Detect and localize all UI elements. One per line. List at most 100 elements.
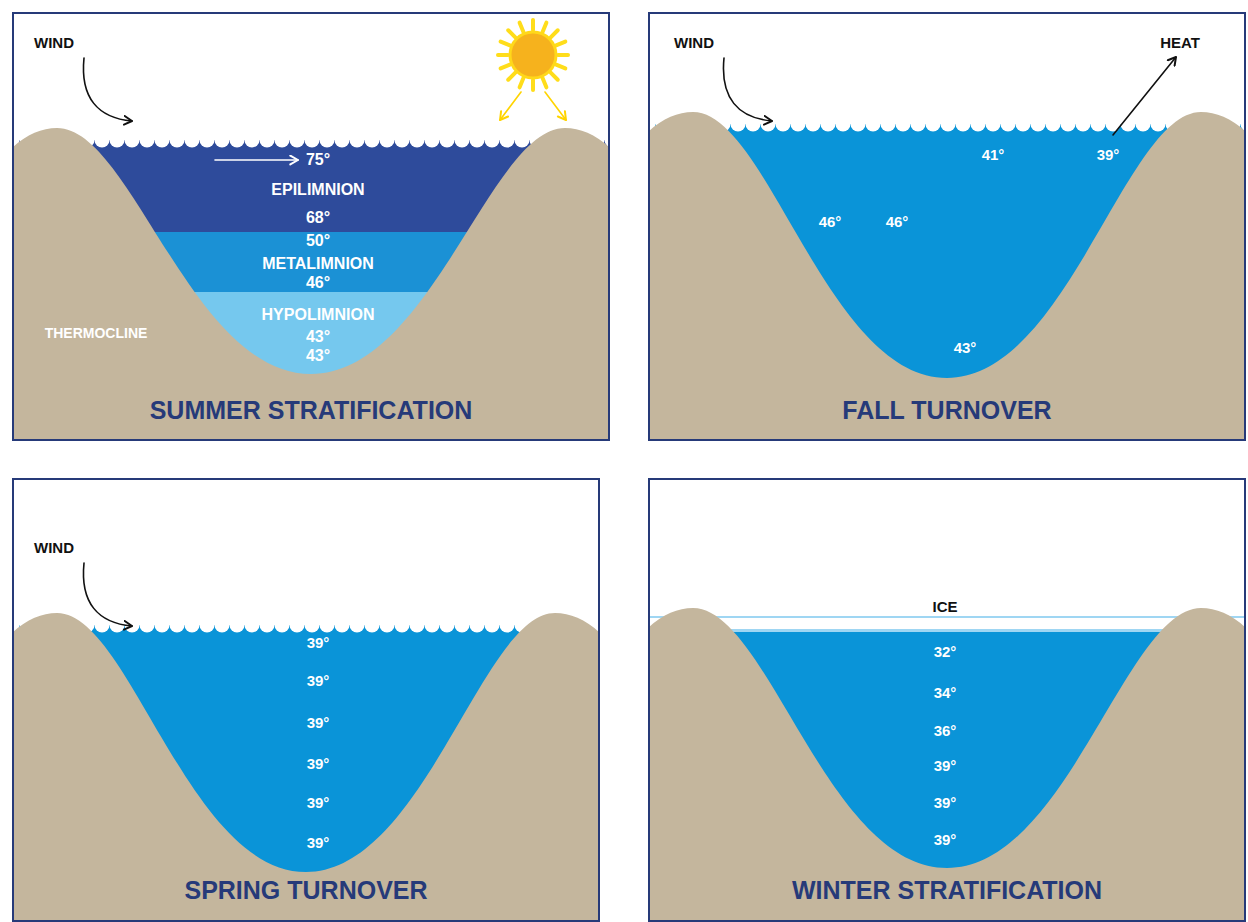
wave (881, 117, 896, 132)
wave (971, 117, 986, 132)
label-holder: WIND (34, 539, 74, 557)
label-holder: 39° (934, 831, 957, 849)
label-holder: 39° (307, 714, 330, 732)
text-holder: 43° (306, 327, 330, 346)
wind-label: WIND (34, 539, 74, 557)
temperature: 39° (307, 714, 330, 732)
panel-title: WINTER STRATIFICATION (792, 875, 1102, 905)
sun-ray (551, 73, 558, 80)
label-holder: 39° (307, 794, 330, 812)
sun-disc (510, 32, 556, 78)
text-holder: 75° (306, 150, 330, 169)
wave (485, 618, 500, 633)
sunlight-arrow (545, 92, 566, 120)
text-holder: 43° (306, 346, 330, 365)
wave (455, 618, 470, 633)
label-holder: 39° (307, 755, 330, 773)
sky (648, 478, 1246, 922)
wave (440, 133, 455, 148)
circulation-line (215, 159, 298, 161)
wave (941, 117, 956, 132)
wave (230, 133, 245, 148)
label-holder: 46° (886, 213, 909, 231)
temperature: 39° (934, 757, 957, 775)
wave (1001, 117, 1016, 132)
lake-scene (12, 12, 610, 441)
heat-label: HEAT (1160, 34, 1200, 52)
wave (110, 133, 125, 148)
season-panel: FALL TURNOVER (648, 12, 1246, 441)
text-holder: 50° (306, 231, 330, 250)
wave (395, 618, 410, 633)
layer-label: 75° (306, 150, 330, 169)
temperature: 39° (307, 834, 330, 852)
label-holder: ICE (932, 598, 957, 616)
layer-label: 43° (306, 346, 330, 365)
lake-bed (648, 608, 1246, 922)
sun-ray (531, 20, 535, 30)
layer-label: EPILIMNION (271, 180, 364, 199)
layer-label: 46° (306, 273, 330, 292)
wave (836, 117, 851, 132)
sun-ray (543, 78, 547, 87)
wave (425, 618, 440, 633)
wave (365, 133, 380, 148)
label-holder: 46° (819, 213, 842, 231)
wind-arrow (83, 563, 132, 626)
wind-label: WIND (674, 34, 714, 52)
sun-ray (520, 23, 524, 32)
wave (155, 618, 170, 633)
wave (1091, 117, 1106, 132)
lake-bed (12, 613, 600, 922)
text-holder: 68° (306, 208, 330, 227)
ice-label: ICE (932, 598, 957, 616)
sun (498, 20, 568, 90)
wave (335, 133, 350, 148)
label-holder: WIND (34, 34, 74, 52)
temperature: 32° (934, 643, 957, 661)
label-holder: 43° (954, 339, 977, 357)
sun-ray (558, 53, 568, 57)
wave (290, 133, 305, 148)
thermocline-label: THERMOCLINE (45, 325, 148, 342)
lake-scene (648, 12, 1246, 441)
wave (455, 133, 470, 148)
wave (926, 117, 941, 132)
wave (335, 618, 350, 633)
wave (896, 117, 911, 132)
wind-label: WIND (34, 34, 74, 52)
wave (470, 618, 485, 633)
text-holder: METALIMNION (262, 254, 374, 273)
wave (215, 133, 230, 148)
sun-ray (556, 65, 565, 69)
wave (185, 618, 200, 633)
ice (648, 618, 1246, 629)
wave (500, 133, 515, 148)
text-holder: 46° (306, 273, 330, 292)
hypolimnion-band: HYPOLIMNION 43°43° (208, 292, 428, 375)
layer-label: 43° (306, 327, 330, 346)
layer-label: METALIMNION (262, 254, 374, 273)
label-holder: 34° (934, 684, 957, 702)
wave (275, 618, 290, 633)
wave (485, 133, 500, 148)
wave (245, 618, 260, 633)
wave (1031, 117, 1046, 132)
wave (170, 618, 185, 633)
label-holder: 41° (982, 146, 1005, 164)
label-holder: 39° (307, 834, 330, 852)
layer-label: 68° (306, 208, 330, 227)
layer-label: HYPOLIMNION (262, 305, 375, 324)
wave (230, 618, 245, 633)
text-holder: HYPOLIMNION (262, 305, 375, 324)
wave (1061, 117, 1076, 132)
sunlight-arrow (500, 92, 521, 120)
wave (380, 618, 395, 633)
wave (350, 133, 365, 148)
temperature: 39° (307, 634, 330, 652)
sky (12, 12, 610, 441)
temperature: 43° (954, 339, 977, 357)
lake-bed (12, 128, 610, 441)
wave (125, 133, 140, 148)
sky (12, 478, 600, 922)
